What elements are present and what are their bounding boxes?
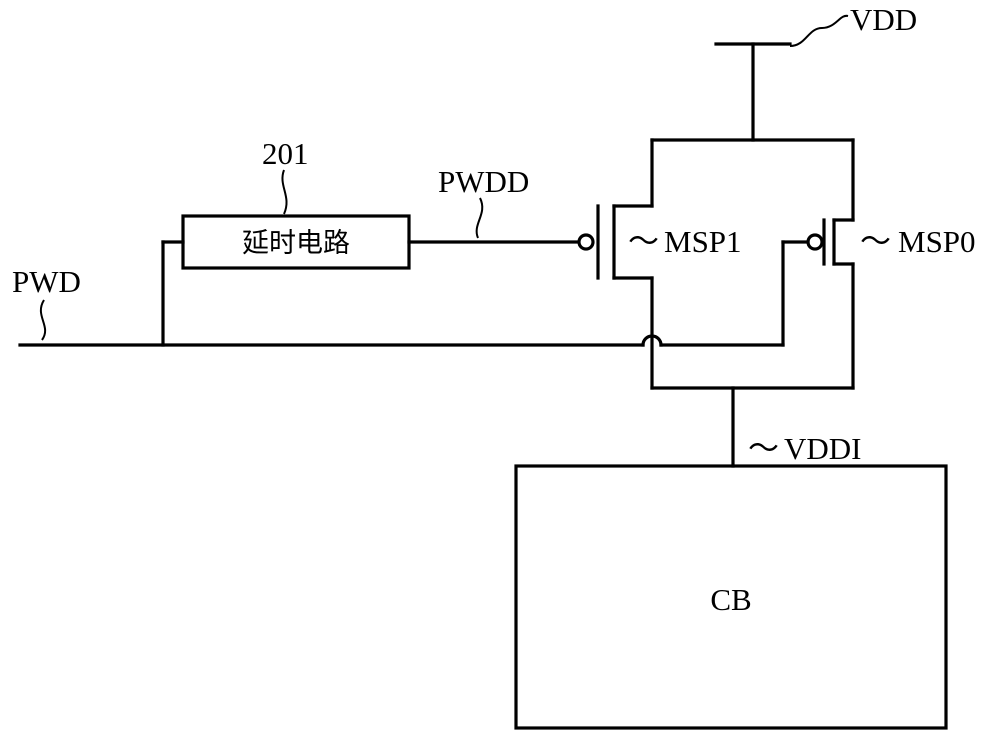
cb-label: CB xyxy=(710,582,751,617)
delay-circuit: 延时电路 201 xyxy=(181,136,411,270)
msp0-label: MSP0 xyxy=(898,224,976,259)
pwd-label: PWD xyxy=(12,264,81,299)
vddi-net: ～ VDDI xyxy=(650,386,862,468)
ref-201-leader-line xyxy=(281,169,288,215)
vddi-label: VDDI xyxy=(784,431,862,466)
msp1-tilde: ～ xyxy=(628,224,659,259)
ref-201-label: 201 xyxy=(262,136,309,171)
msp1-transistor: ～ MSP1 xyxy=(577,138,742,390)
vdd-leader-line xyxy=(789,14,849,47)
msp0-gate-bubble xyxy=(806,233,824,251)
pwdd-net: PWDD xyxy=(407,164,580,244)
vdd-supply: VDD xyxy=(714,2,917,142)
msp0-tilde: ～ xyxy=(860,224,891,259)
pwd-leader-line xyxy=(39,299,47,341)
pwdd-leader-line xyxy=(475,197,484,239)
msp1-gate-bubble xyxy=(577,233,595,251)
msp1-label: MSP1 xyxy=(664,224,742,259)
delay-circuit-label: 延时电路 xyxy=(242,228,350,259)
msp0-transistor: ～ MSP0 xyxy=(806,138,976,390)
pwd-net: PWD xyxy=(12,240,810,347)
vdd-label: VDD xyxy=(850,2,917,37)
pwdd-label: PWDD xyxy=(438,164,529,199)
vddi-tilde: ～ xyxy=(748,431,779,466)
cb-block: CB xyxy=(514,464,948,730)
